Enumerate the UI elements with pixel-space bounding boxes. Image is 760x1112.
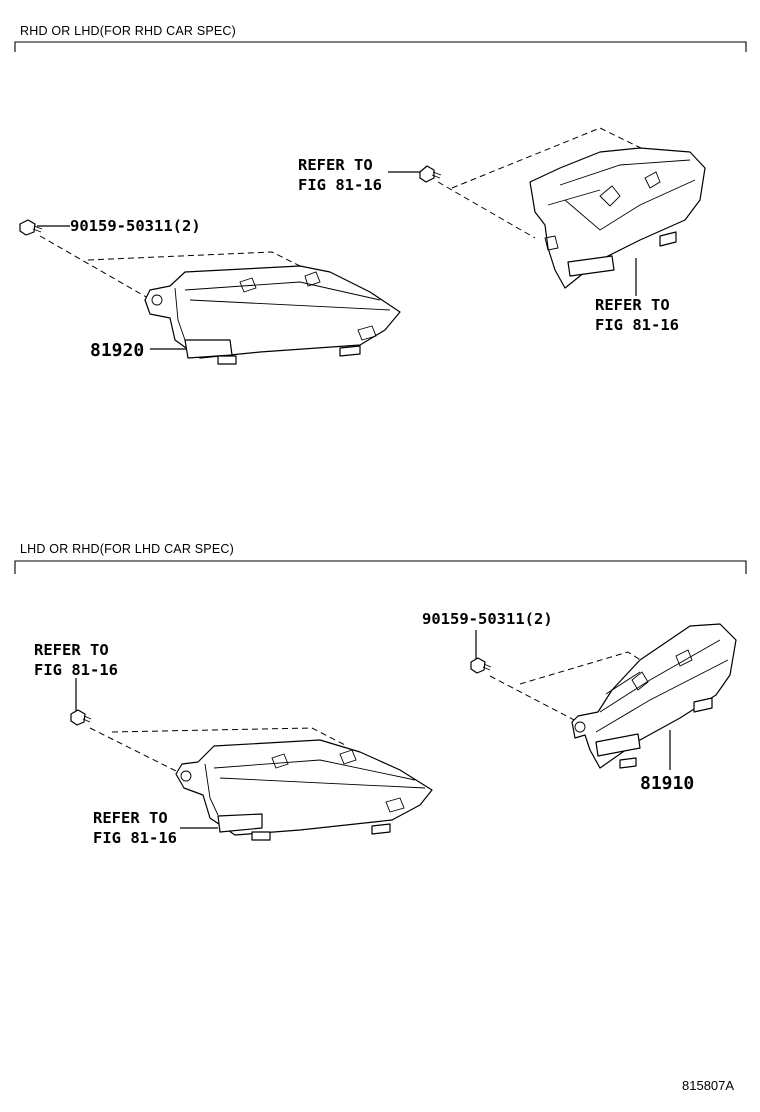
part-number-81920: 81920	[90, 340, 144, 361]
bolt-icon	[19, 219, 43, 236]
figure-reference: 815807A	[682, 1078, 734, 1093]
part-number-81910: 81910	[640, 773, 694, 794]
section-title-lhd: LHD OR RHD(FOR LHD CAR SPEC)	[20, 542, 234, 556]
section-rhd: RHD OR LHD(FOR RHD CAR SPEC) 90159-50311…	[14, 24, 747, 365]
section-lhd: LHD OR RHD(FOR LHD CAR SPEC) REFER TO FI…	[14, 542, 747, 847]
refer-upper-line2: FIG 81-16	[298, 176, 382, 194]
fog-lamp-81910	[571, 623, 737, 769]
refer-lower-line2: FIG 81-16	[595, 316, 679, 334]
section-bracket-rhd	[14, 41, 747, 52]
refer-upper-line1: REFER TO	[298, 156, 373, 174]
refer-upper-line2-lhd: FIG 81-16	[34, 661, 118, 679]
bolt-label-lhd: 90159-50311(2)	[422, 610, 553, 628]
refer-lower-line1-lhd: REFER TO	[93, 809, 168, 827]
refer-lower-line2-lhd: FIG 81-16	[93, 829, 177, 847]
refer-lower-line1: REFER TO	[595, 296, 670, 314]
section-bracket-lhd	[14, 560, 747, 574]
bolt-icon	[70, 709, 92, 726]
fog-lamp-left-refer	[175, 739, 433, 841]
fog-lamp-right-refer	[529, 147, 706, 289]
bolt-icon	[470, 657, 492, 674]
bolt-dash-lines	[39, 235, 313, 299]
bolt-label: 90159-50311(2)	[70, 217, 201, 235]
refer-upper-line1-lhd: REFER TO	[34, 641, 109, 659]
bolt-dash-lines-right	[437, 127, 646, 239]
bolt-icon	[419, 165, 442, 183]
bolt-dash-lines-lhd	[89, 727, 346, 773]
section-title-rhd: RHD OR LHD(FOR RHD CAR SPEC)	[20, 24, 236, 38]
fog-lamp-81920	[144, 265, 401, 365]
